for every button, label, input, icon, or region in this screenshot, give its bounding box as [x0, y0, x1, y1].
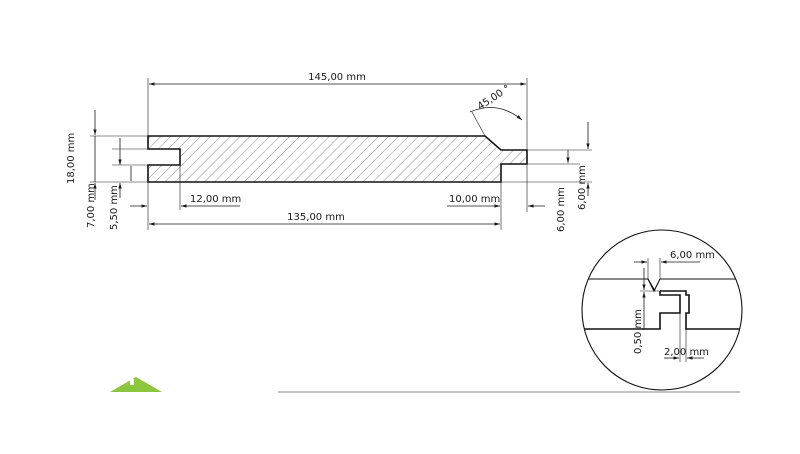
- house-roof-icon: [110, 377, 162, 392]
- groove-lower-wall-label: 5,50 mm: [109, 185, 120, 230]
- bottom-width-label: 135,00 mm: [287, 212, 345, 223]
- tongue-upper-step-label: 6,00 mm: [577, 165, 588, 210]
- detail-view: 6,00 mm 0,50 mm 2,00 mm: [581, 229, 743, 391]
- overall-width-label: 145,00 mm: [308, 72, 366, 83]
- detail-chamfer-width-label: 6,00 mm: [670, 250, 715, 261]
- tongue-length-label: 10,00 mm: [449, 194, 500, 205]
- board-section: [147, 135, 528, 183]
- chamfer-angle-label: 45,00 °: [476, 83, 513, 112]
- groove-depth-label: 12,00 mm: [190, 194, 241, 205]
- dim-left-verticals: 18,00 mm 7,00 mm 5,50 mm: [66, 110, 147, 230]
- detail-circle: [581, 229, 743, 391]
- dim-chamfer-angle: 45,00 °: [469, 83, 523, 137]
- thickness-label: 18,00 mm: [66, 133, 77, 184]
- board-profile: [147, 135, 528, 183]
- groove-upper-wall-label: 7,00 mm: [86, 183, 97, 228]
- dim-tongue-length: 10,00 mm: [447, 164, 545, 212]
- dim-right-verticals: 6,00 mm 6,00 mm: [502, 122, 592, 232]
- tongue-lower-step-label: 6,00 mm: [556, 187, 567, 232]
- detail-joint-gap-label: 0,50 mm: [633, 309, 644, 354]
- dim-overall-width: 145,00 mm: [147, 72, 528, 150]
- detail-tongue-gap-label: 2,00 mm: [664, 347, 709, 358]
- dim-groove-depth: 12,00 mm: [130, 165, 241, 210]
- dim-bottom-width: 135,00 mm: [147, 182, 502, 230]
